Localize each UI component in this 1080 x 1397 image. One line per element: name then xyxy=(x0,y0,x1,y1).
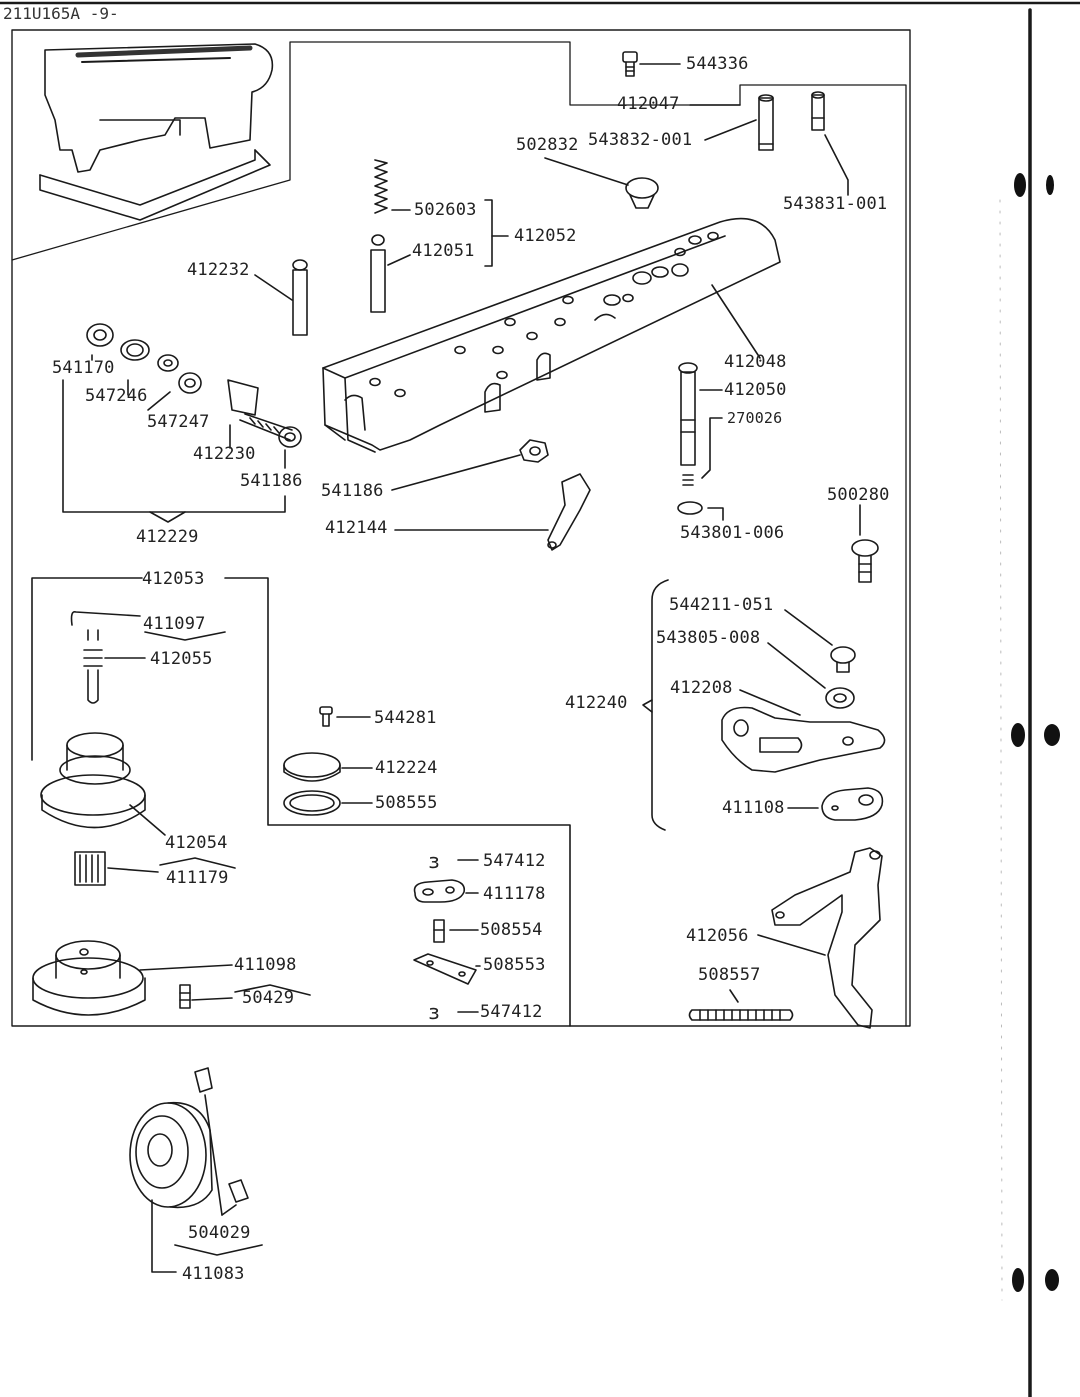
part-label-412230: 412230 xyxy=(193,444,256,464)
bracket-412229 xyxy=(62,354,286,523)
rod-412050 xyxy=(677,362,724,521)
part-label-541170: 541170 xyxy=(52,358,115,378)
part-label-412144: 412144 xyxy=(325,518,388,538)
part-label-541186-center: 541186 xyxy=(321,481,384,501)
page-header: 211U165A -9- xyxy=(3,4,119,23)
part-label-411108: 411108 xyxy=(722,798,785,818)
part-label-412240: 412240 xyxy=(565,693,628,713)
screw-50429 xyxy=(179,984,311,1009)
arm-412144 xyxy=(394,473,591,551)
part-label-541186-left: 541186 xyxy=(240,471,303,491)
part-label-412052: 412052 xyxy=(514,226,577,246)
lever-412056 xyxy=(757,847,883,1029)
part-label-412051: 412051 xyxy=(412,241,475,261)
cap-502832 xyxy=(544,157,659,209)
part-label-547247: 547247 xyxy=(147,412,210,432)
part-label-508554: 508554 xyxy=(480,920,543,940)
scan-edge-marks xyxy=(999,8,1060,1397)
part-label-412047: 412047 xyxy=(617,94,680,114)
part-label-543801-006: 543801-006 xyxy=(680,523,785,543)
clip-icon-a: з xyxy=(428,849,441,873)
spring-411097 xyxy=(70,610,226,641)
disc-412224 xyxy=(283,752,373,782)
part-label-544211-051: 544211-051 xyxy=(669,595,774,615)
part-label-412208: 412208 xyxy=(670,678,733,698)
stud-412230 xyxy=(227,379,293,441)
part-label-500280: 500280 xyxy=(827,485,890,505)
part-label-547246: 547246 xyxy=(85,386,148,406)
part-label-412056: 412056 xyxy=(686,926,749,946)
part-label-411098: 411098 xyxy=(234,955,297,975)
part-label-411097: 411097 xyxy=(143,614,206,634)
part-label-508557: 508557 xyxy=(698,965,761,985)
part-label-412050: 412050 xyxy=(724,380,787,400)
pin-543831-001 xyxy=(811,91,849,196)
nut-541186 xyxy=(278,426,302,448)
part-label-412053: 412053 xyxy=(142,569,205,589)
part-label-412055: 412055 xyxy=(150,649,213,669)
pin-412232 xyxy=(254,259,308,336)
ring-508555 xyxy=(283,790,373,816)
needle-bar-frame-412048 xyxy=(322,217,781,453)
screw-544211-051 xyxy=(784,609,856,673)
leader-412048 xyxy=(711,284,761,359)
washer-543805-008 xyxy=(767,642,855,709)
part-label-411178: 411178 xyxy=(483,884,546,904)
pin-543832-001 xyxy=(704,94,774,151)
handwheel-411083 xyxy=(129,1101,213,1273)
plate-412208 xyxy=(721,689,886,773)
gear-541170 xyxy=(86,323,114,347)
part-label-543832-001: 543832-001 xyxy=(588,130,693,150)
part-label-412048: 412048 xyxy=(724,352,787,372)
plate-411108 xyxy=(787,787,884,821)
spring-502603 xyxy=(374,159,509,267)
plate-508553 xyxy=(413,953,481,985)
screw-544281 xyxy=(319,706,371,727)
part-label-412232: 412232 xyxy=(187,260,250,280)
part-label-412224: 412224 xyxy=(375,758,438,778)
part-label-270026: 270026 xyxy=(727,409,783,427)
setscrew-504029 xyxy=(174,1067,263,1256)
part-label-411179: 411179 xyxy=(166,868,229,888)
part-label-502832: 502832 xyxy=(516,135,579,155)
nut-541186-center xyxy=(391,439,549,491)
washer-547247 xyxy=(157,354,202,394)
link-411178 xyxy=(413,879,479,903)
box-412053 xyxy=(31,577,571,1027)
part-label-504029: 504029 xyxy=(188,1223,251,1243)
part-label-412229: 412229 xyxy=(136,527,199,547)
part-label-543831-001: 543831-001 xyxy=(783,194,888,214)
screw-544336 xyxy=(622,51,681,77)
part-label-547412-b: 547412 xyxy=(480,1002,543,1022)
part-label-411083: 411083 xyxy=(182,1264,245,1284)
bracket-412240 xyxy=(642,579,669,831)
clip-icon-b: з xyxy=(428,1000,441,1024)
pin-508554 xyxy=(433,919,479,943)
pin-412051 xyxy=(370,234,411,313)
part-label-543805-008: 543805-008 xyxy=(656,628,761,648)
part-label-544336: 544336 xyxy=(686,54,749,74)
spring-508557 xyxy=(688,989,794,1021)
part-label-502603: 502603 xyxy=(414,200,477,220)
part-label-508553: 508553 xyxy=(483,955,546,975)
outer-frame xyxy=(11,29,911,1027)
pulley-411098 xyxy=(32,940,233,1016)
part-label-50429: 50429 xyxy=(242,988,295,1008)
screw-500280 xyxy=(851,504,879,583)
part-label-544281: 544281 xyxy=(374,708,437,728)
pulley-412054 xyxy=(40,732,166,836)
part-label-412054: 412054 xyxy=(165,833,228,853)
stud-412055 xyxy=(83,629,146,704)
knurl-411179 xyxy=(74,851,236,886)
machine-thumbnail xyxy=(11,41,907,1027)
part-label-547412-a: 547412 xyxy=(483,851,546,871)
part-label-508555: 508555 xyxy=(375,793,438,813)
spring-547246 xyxy=(120,339,150,361)
